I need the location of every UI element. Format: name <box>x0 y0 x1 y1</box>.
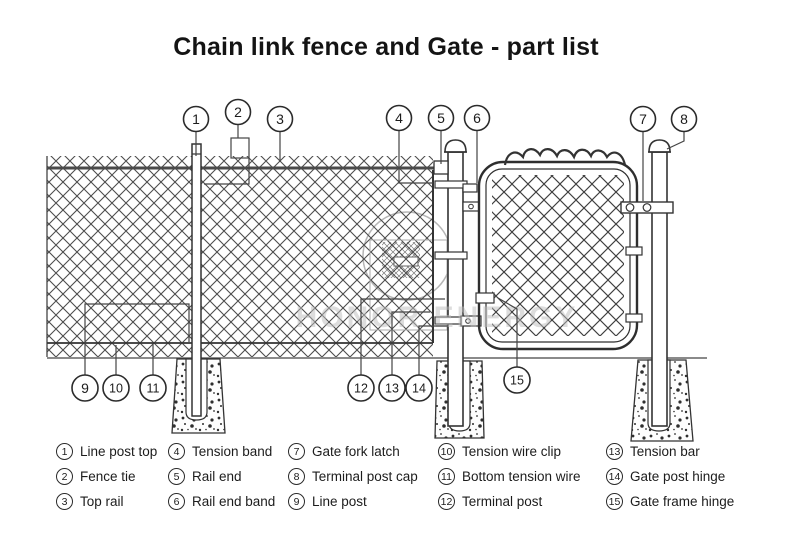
callout-9: 9 <box>71 374 99 402</box>
upper-hinge <box>462 201 480 212</box>
callout-7: 7 <box>629 105 657 133</box>
callout-2-number: 2 <box>234 104 242 120</box>
callout-11-number: 11 <box>147 382 160 396</box>
fence-mesh <box>47 156 433 357</box>
callout-2: 2 <box>224 98 252 126</box>
line-post <box>191 143 202 417</box>
gate-post-hinge <box>460 315 482 327</box>
tension-band-2 <box>434 251 468 260</box>
callout-6: 6 <box>463 104 491 132</box>
callout-10: 10 <box>102 374 130 402</box>
gate-scroll-ornament <box>503 148 627 166</box>
callout-1: 1 <box>182 105 210 133</box>
gate-mesh <box>492 175 624 336</box>
rail-end-band <box>462 183 478 193</box>
page-title: Chain link fence and Gate - part list <box>173 33 599 61</box>
callout-7-number: 7 <box>639 111 647 127</box>
watermark: HONOR ENERGY <box>296 301 579 334</box>
callout-14-number: 14 <box>412 382 426 396</box>
callout-13: 13 <box>378 374 406 402</box>
gate-post <box>651 151 668 427</box>
tension-band-1 <box>434 180 468 189</box>
callout-11: 11 <box>139 374 167 402</box>
line-post-assembly <box>171 143 226 434</box>
fence-section <box>46 156 707 359</box>
callout-8-number: 8 <box>680 111 688 127</box>
callout-3-number: 3 <box>276 111 284 127</box>
callout-9-number: 9 <box>81 380 89 396</box>
callout-5-number: 5 <box>437 110 445 126</box>
callout-4: 4 <box>385 104 413 132</box>
callouts: 1 2 3 4 5 6 7 8 9 10 11 12 13 14 15 <box>71 98 698 402</box>
detail-box <box>369 239 448 331</box>
callout-13-number: 13 <box>385 382 399 396</box>
gate-frame-fitting-lower <box>625 313 643 323</box>
callout-10-number: 10 <box>109 382 123 396</box>
callout-12: 12 <box>347 374 375 402</box>
terminal-post <box>447 151 464 427</box>
callout-14: 14 <box>405 374 433 402</box>
callout-leaders <box>84 125 685 375</box>
callout-6-number: 6 <box>473 110 481 126</box>
gate-frame-hinge <box>475 292 495 304</box>
gate-post-cap <box>648 139 671 153</box>
callout-12-number: 12 <box>354 382 368 396</box>
callout-15: 15 <box>503 366 531 394</box>
terminal-post-assembly <box>433 139 485 439</box>
callout-15-number: 15 <box>510 374 524 388</box>
gate-assembly <box>475 148 643 351</box>
callout-4-number: 4 <box>395 110 403 126</box>
gate-post-assembly <box>620 139 694 442</box>
gate-frame-fitting-upper <box>625 246 643 256</box>
callout-5: 5 <box>427 104 455 132</box>
callout-1-number: 1 <box>192 111 200 127</box>
callout-3: 3 <box>266 105 294 133</box>
terminal-post-cap <box>444 139 467 153</box>
callout-8: 8 <box>670 105 698 133</box>
